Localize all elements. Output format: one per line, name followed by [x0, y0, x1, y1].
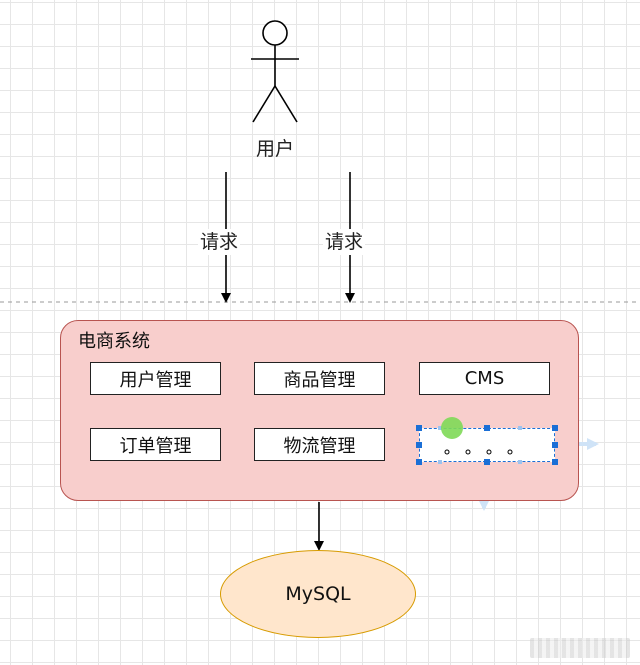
user-actor-icon[interactable]: [244, 18, 306, 130]
module-cms[interactable]: CMS: [419, 362, 550, 395]
watermark: [530, 638, 630, 658]
module-logistics-management[interactable]: 物流管理: [254, 428, 385, 461]
request-label: 请求: [323, 229, 366, 255]
module-more-selected[interactable]: [419, 428, 555, 462]
request-label: 请求: [198, 229, 241, 255]
user-label: 用户: [255, 138, 294, 160]
system-title: 电商系统: [78, 331, 150, 352]
module-product-management[interactable]: 商品管理: [254, 362, 385, 395]
ecommerce-system-container[interactable]: [60, 320, 579, 501]
mysql-database[interactable]: MySQL: [220, 550, 416, 638]
module-order-management[interactable]: 订单管理: [90, 428, 221, 461]
module-user-management[interactable]: 用户管理: [90, 362, 221, 395]
